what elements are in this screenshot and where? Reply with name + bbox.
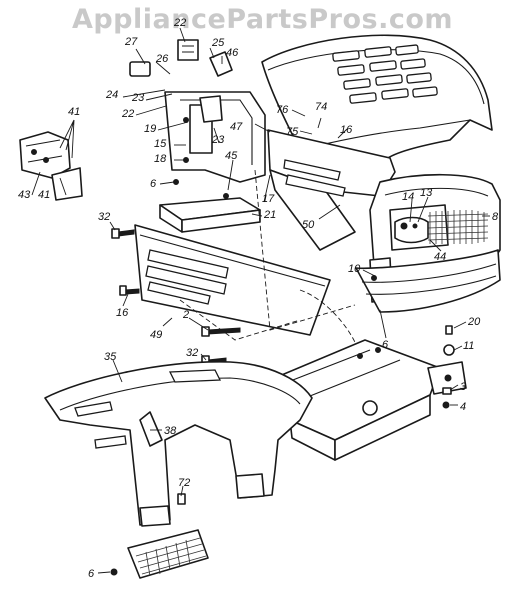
callout-16: 16 — [340, 124, 353, 136]
grille-mesh — [427, 210, 489, 244]
callout-72: 72 — [178, 477, 190, 489]
callout-21: 21 — [263, 209, 276, 221]
callout-45: 45 — [225, 150, 238, 162]
callout-25: 25 — [211, 37, 225, 49]
callout-26: 26 — [155, 53, 169, 65]
callout-11: 11 — [463, 340, 474, 352]
callout-2: 2 — [182, 309, 189, 321]
hood-vents — [332, 44, 438, 104]
callout-41: 41 — [68, 106, 80, 118]
callout-16-lower: 16 — [116, 307, 129, 319]
callout-23: 23 — [131, 92, 145, 104]
battery-tray-part — [159, 197, 261, 233]
callout-47: 47 — [230, 121, 243, 133]
callout-23-lower: 23 — [211, 134, 225, 146]
callout-46: 46 — [226, 47, 239, 59]
callout-6: 6 — [150, 178, 157, 190]
callout-14: 14 — [402, 191, 414, 203]
callout-76: 76 — [276, 104, 289, 116]
callout-38: 38 — [164, 425, 177, 437]
callout-3: 3 — [460, 381, 467, 393]
callout-24: 24 — [105, 89, 118, 101]
callout-22-lower: 22 — [121, 108, 134, 120]
dash-panel-assembly — [129, 39, 266, 183]
leader-lines — [31, 27, 490, 574]
callout-15: 15 — [154, 138, 167, 150]
callout-27: 27 — [124, 36, 138, 48]
front-skirt-part — [355, 249, 501, 313]
foot-plate-part — [127, 529, 209, 579]
callout-44: 44 — [434, 251, 446, 263]
callout-6-bottom: 6 — [88, 568, 95, 580]
callout-18: 18 — [154, 153, 167, 165]
watermark: AppliancePartsPros.com — [71, 4, 454, 35]
callout-41-lower: 41 — [38, 189, 50, 201]
callout-labels: 27 22 25 46 26 24 23 22 19 15 18 6 23 45… — [18, 17, 499, 580]
callout-49: 49 — [150, 329, 162, 341]
callout-32: 32 — [98, 211, 110, 223]
callout-13: 13 — [420, 187, 433, 199]
callout-17: 17 — [262, 193, 275, 205]
callout-22: 22 — [173, 17, 186, 29]
callout-43: 43 — [18, 189, 31, 201]
callout-6-right: 6 — [382, 339, 389, 351]
callout-10: 10 — [348, 263, 361, 275]
callout-8: 8 — [492, 211, 499, 223]
corner-bracket-detail — [19, 131, 83, 201]
callout-74: 74 — [315, 101, 327, 113]
callout-32-lower: 32 — [186, 347, 198, 359]
lower-panel-part — [134, 224, 331, 336]
hood-part — [261, 34, 493, 164]
callout-4: 4 — [460, 401, 466, 413]
callout-50: 50 — [302, 219, 315, 231]
fender-part — [44, 361, 313, 527]
callout-20: 20 — [467, 316, 481, 328]
callout-35: 35 — [104, 351, 117, 363]
callout-75: 75 — [286, 126, 299, 138]
callout-19: 19 — [144, 123, 156, 135]
